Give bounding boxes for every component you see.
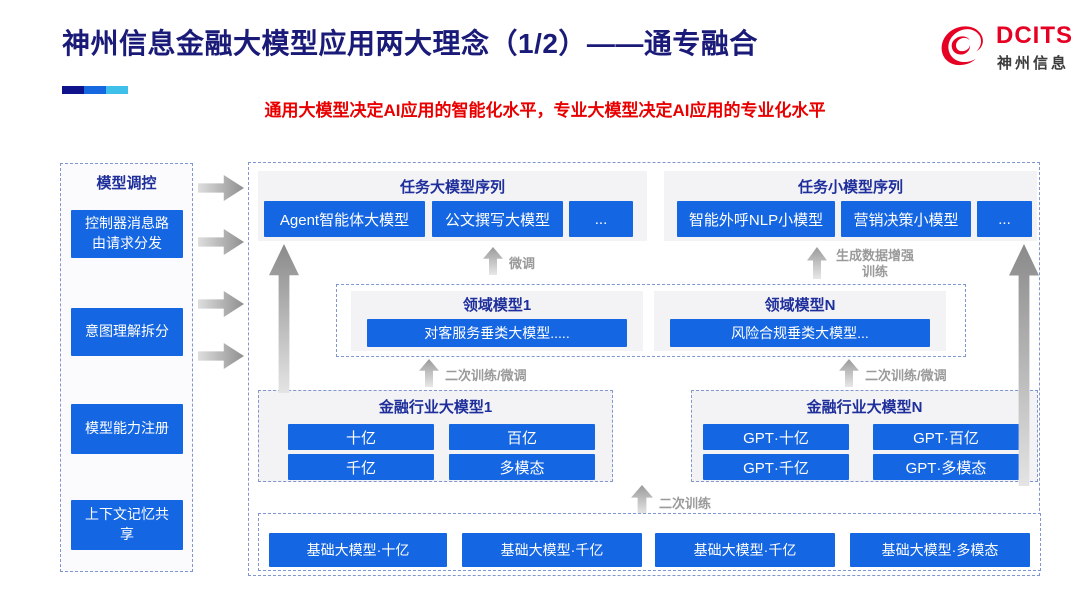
slide-subtitle: 通用大模型决定AI应用的智能化水平，专业大模型决定AI应用的专业化水平 [264,101,826,120]
model-chip-10b: 百亿 [449,424,595,450]
logo-brand-text: DCITS [996,22,1073,49]
model-architecture-container: 任务大模型序列 Agent智能体大模型 公文撰写大模型 ... 任务小模型序列 … [248,162,1041,576]
model-chip-multi: 多模态 [449,454,595,480]
sidebar-item-intent: 意图理解拆分 [71,308,183,356]
secondary-ft-arrow-icon [839,359,859,387]
model-chip-risk-compliance: 风险合规垂类大模型... [670,319,930,347]
sidebar-model-control: 模型调控 控制器消息路由请求分发 意图理解拆分 模型能力注册 上下文记忆共享 [60,163,193,572]
sidebar-item-register: 模型能力注册 [71,404,183,454]
sidebar-item-router: 控制器消息路由请求分发 [71,210,183,258]
model-chip-1b: 十亿 [288,424,434,450]
base-model-band: 基础大模型·十亿 基础大模型·千亿 基础大模型·千亿 基础大模型·多模态 [258,513,1041,571]
dcits-logo: DCITS 神州信息 [938,16,1073,78]
label-gen-data-train: 生成数据增强训练 [835,248,914,279]
label-secondary-ft-left: 二次训练/微调 [445,368,527,383]
flow-arrow-right-icon [198,229,244,255]
label-secondary-ft-right: 二次训练/微调 [865,368,947,383]
panel-domain-model-n: 领域模型N 风险合规垂类大模型... [654,291,946,351]
secondary-train-arrow-icon [631,485,653,515]
gen-data-arrow-icon [807,247,827,279]
panel-task-large-models: 任务大模型序列 Agent智能体大模型 公文撰写大模型 ... [258,171,647,241]
model-chip-gpt-1b: GPT·十亿 [703,424,849,450]
model-chip-more: ... [569,201,633,237]
model-chip-100b: 千亿 [288,454,434,480]
tall-arrow-left-icon [269,244,299,393]
panel-industry-model-1: 金融行业大模型1 十亿 百亿 千亿 多模态 [258,390,613,482]
panel-title: 金融行业大模型N [806,399,923,416]
model-chip-base-100b2: 基础大模型·千亿 [655,533,835,567]
panel-title: 任务小模型序列 [797,179,903,196]
fine-tune-arrow-icon [483,247,503,275]
panel-title: 金融行业大模型1 [378,399,493,416]
panel-domain-model-1: 领域模型1 对客服务垂类大模型..... [351,291,643,351]
panel-title: 领域模型N [764,297,836,314]
panel-task-small-models: 任务小模型序列 智能外呼NLP小模型 营销决策小模型 ... [664,171,1037,241]
label-fine-tune: 微调 [509,256,536,271]
flow-arrow-right-icon [198,291,244,317]
model-chip-more: ... [977,201,1032,237]
model-chip-nlp-call: 智能外呼NLP小模型 [677,201,835,237]
model-chip-agent: Agent智能体大模型 [264,201,425,237]
label-secondary-train: 二次训练 [659,496,712,511]
panel-industry-model-n: 金融行业大模型N GPT·十亿 GPT·百亿 GPT·千亿 GPT·多模态 [691,390,1038,482]
model-chip-base-100b: 基础大模型·千亿 [462,533,642,567]
model-chip-base-1b: 基础大模型·十亿 [269,533,447,567]
secondary-ft-arrow-icon [419,359,439,387]
model-chip-marketing: 营销决策小模型 [841,201,971,237]
model-chip-base-multi: 基础大模型·多模态 [850,533,1030,567]
model-chip-customer-service: 对客服务垂类大模型..... [367,319,627,347]
panel-title: 领域模型1 [462,297,532,314]
sidebar-item-context: 上下文记忆共享 [71,500,183,550]
model-chip-gpt-100b: GPT·千亿 [703,454,849,480]
model-chip-document: 公文撰写大模型 [432,201,563,237]
deco-bar [62,86,128,94]
model-chip-gpt-10b: GPT·百亿 [873,424,1019,450]
logo-brand-cn-text: 神州信息 [997,55,1070,72]
panel-title: 任务大模型序列 [399,179,505,196]
domain-model-band: 领域模型1 对客服务垂类大模型..... 领域模型N 风险合规垂类大模型... [336,284,966,357]
flow-arrow-right-icon [198,175,244,201]
model-chip-gpt-multi: GPT·多模态 [873,454,1019,480]
sidebar-title: 模型调控 [96,175,157,192]
dcits-swirl-icon [941,26,983,66]
flow-arrow-right-icon [198,343,244,369]
page-title: 神州信息金融大模型应用两大理念（1/2）——通专融合 [62,28,758,59]
